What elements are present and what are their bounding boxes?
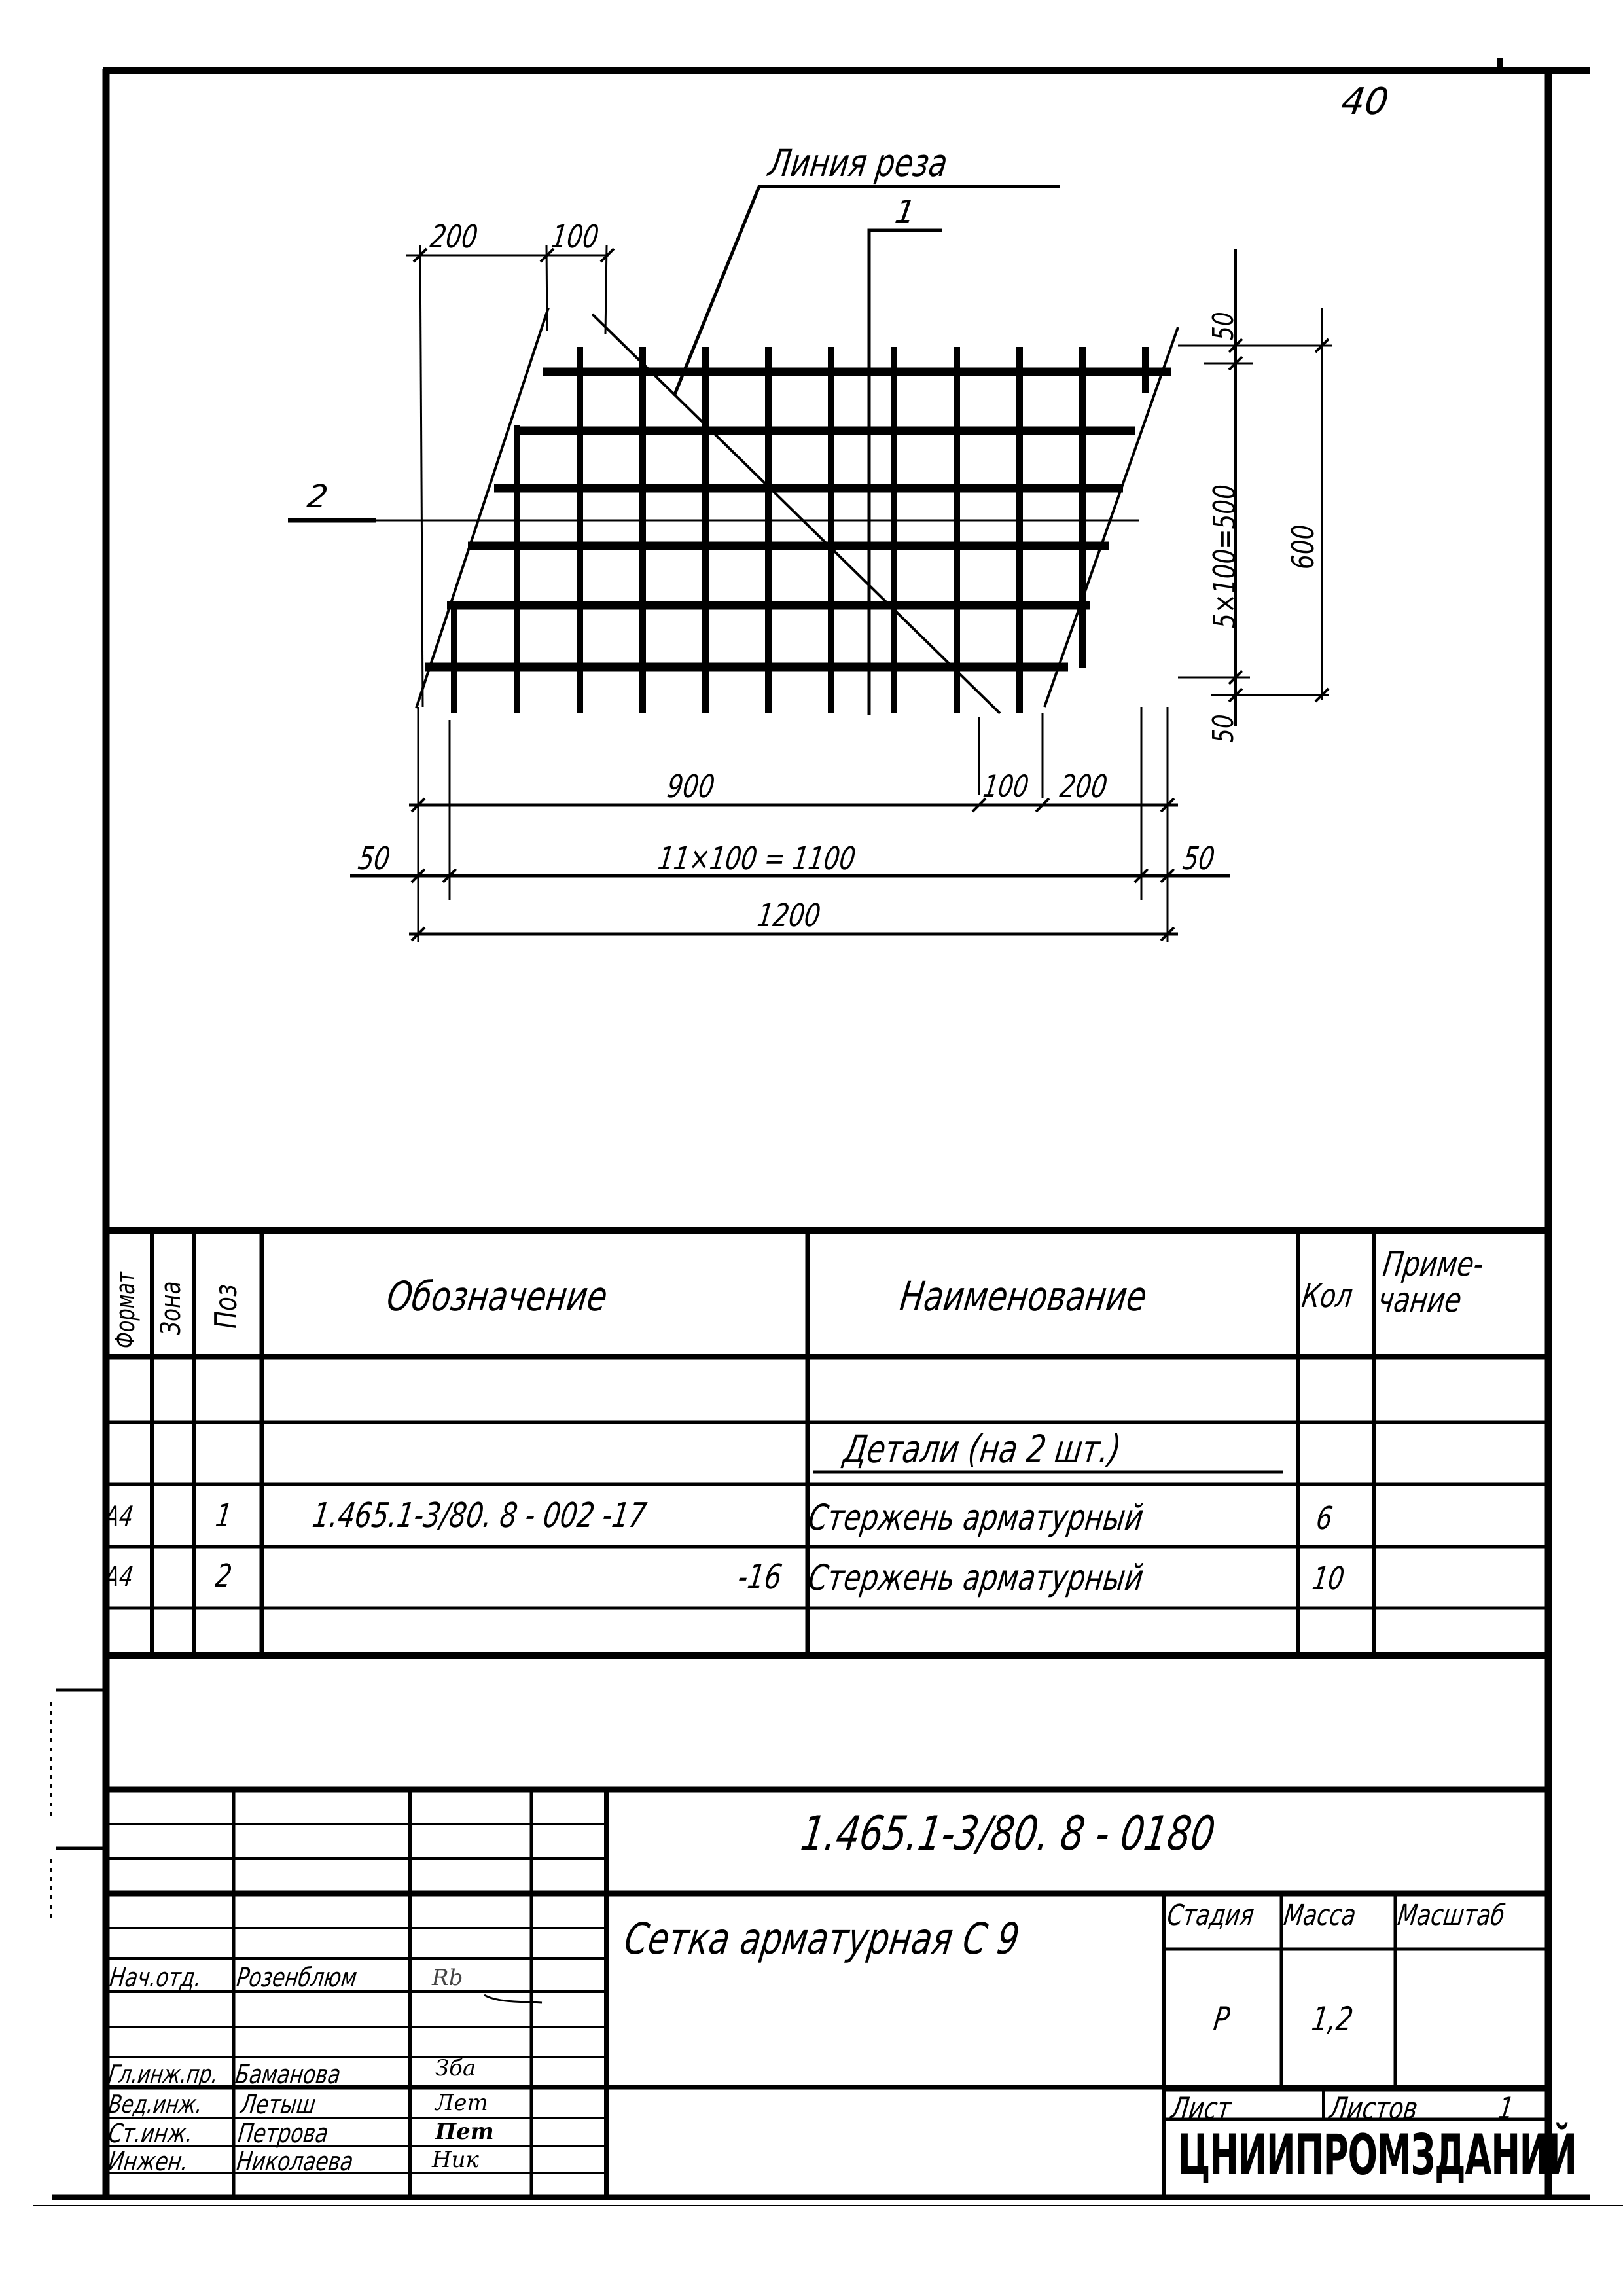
- frame: [33, 58, 1623, 2206]
- dim-bottom-11x100: 11×100 = 1100: [656, 840, 858, 877]
- dim-bottom-1200: 1200: [755, 897, 823, 934]
- dim-bottom-50-right: 50: [1181, 840, 1217, 877]
- mass-value: 1,2: [1310, 2000, 1356, 2038]
- dim-right-50-top: 50: [1207, 312, 1240, 340]
- cell-format: А4: [102, 1500, 135, 1532]
- document-code: 1.465.1-3/80. 8 - 0180: [798, 1806, 1219, 1861]
- dim-bottom-50-left: 50: [356, 840, 393, 877]
- signature-mark: Лет: [435, 2090, 488, 2116]
- signature-mark: Зба: [435, 2055, 476, 2081]
- dim-top-200: 200: [428, 219, 480, 255]
- signature-role: Вед.инж.: [106, 2090, 205, 2119]
- stage-label: Стадия: [1165, 1899, 1257, 1932]
- dim-bottom-200: 200: [1058, 768, 1110, 805]
- title-block-grid: [106, 1786, 1548, 2197]
- dim-bottom-900: 900: [665, 768, 717, 805]
- cut-line-leader: [672, 185, 1060, 397]
- dim-right-50-bottom: 50: [1207, 714, 1240, 743]
- signature-role: Ст.инж.: [106, 2119, 195, 2149]
- section-title: Детали (на 2 шт.): [841, 1427, 1124, 1471]
- dimension-lines: [350, 245, 1332, 942]
- signature-mark: Пет: [435, 2119, 494, 2145]
- signature-name: Летыш: [238, 2090, 318, 2120]
- dim-top-100: 100: [549, 219, 601, 255]
- cell-name: Стержень арматурный: [806, 1497, 1147, 1538]
- signature-name: Баманова: [233, 2060, 343, 2090]
- sheet-label: Лист: [1169, 2090, 1234, 2126]
- organization-name: ЦНИИПРОМЗДАНИЙ: [1178, 2123, 1577, 2188]
- header-qty: Кол: [1300, 1277, 1355, 1315]
- dim-right-600: 600: [1285, 524, 1321, 569]
- position-1-leader: [867, 228, 942, 715]
- mass-label: Масса: [1281, 1899, 1358, 1932]
- dim-bottom-100: 100: [981, 768, 1031, 804]
- header-pos: Поз: [208, 1283, 243, 1329]
- signature-name: Розенблюм: [234, 1963, 359, 1993]
- signature-role: Инжен.: [106, 2147, 190, 2177]
- signature-role: Нач.отд.: [107, 1963, 204, 1993]
- rebar-mesh: [288, 185, 1179, 715]
- cell-format: А4: [102, 1560, 135, 1592]
- header-designation: Обозначение: [384, 1272, 611, 1320]
- signature-mark: Rb: [432, 1965, 463, 1991]
- header-format: Формат: [111, 1272, 141, 1348]
- cell-designation: 1.465.1-3/80. 8 - 002 -17: [310, 1496, 649, 1535]
- cut-line-label: Линия реза: [766, 141, 951, 185]
- dim-right-5x100: 5×100=500: [1207, 484, 1242, 628]
- drawing-title: Сетка арматурная С 9: [621, 1914, 1023, 1964]
- signature-name: Петрова: [236, 2119, 330, 2149]
- vertical-bars: [451, 347, 1149, 713]
- trim-boundaries: [415, 307, 1179, 709]
- signature-role: Гл.инж.пр.: [106, 2060, 221, 2089]
- header-zone: Зона: [154, 1281, 187, 1335]
- cell-qty: 10: [1310, 1560, 1347, 1597]
- cut-line: [591, 313, 1001, 715]
- header-note: Приме-чание: [1376, 1245, 1486, 1320]
- signature-name: Николаева: [234, 2147, 355, 2177]
- sheets-label: Листов: [1327, 2090, 1420, 2126]
- header-name: Наименование: [897, 1272, 1150, 1320]
- specification-table-grid: [106, 1227, 1548, 1659]
- signature-mark: Ник: [432, 2147, 479, 2173]
- cell-name: Стержень арматурный: [806, 1557, 1147, 1598]
- cell-designation: -16: [735, 1558, 785, 1597]
- page-number: 40: [1338, 81, 1391, 123]
- scale-label: Масштаб: [1395, 1899, 1507, 1932]
